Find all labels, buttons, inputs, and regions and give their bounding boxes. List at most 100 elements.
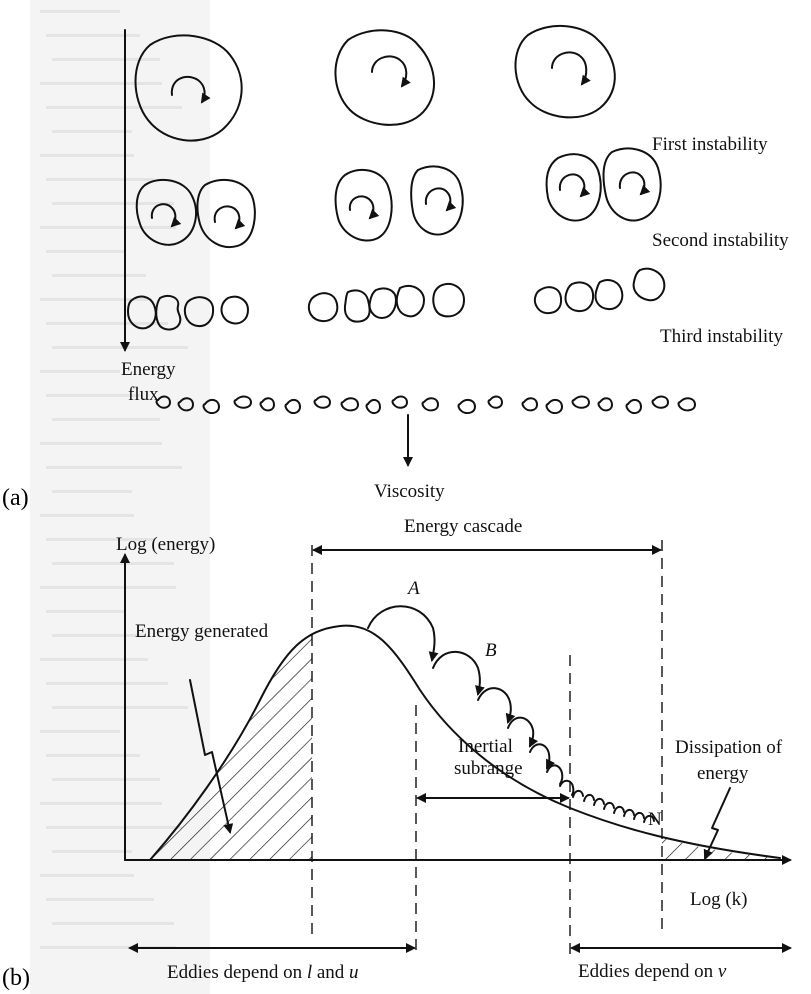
cascade-loop bbox=[559, 779, 575, 796]
rotation-arrow-icon bbox=[558, 173, 591, 198]
scan-streak bbox=[40, 514, 134, 517]
scan-streak bbox=[52, 202, 174, 205]
tiny-eddy bbox=[545, 398, 563, 415]
scan-streak bbox=[52, 634, 146, 637]
viscosity-label: Viscosity bbox=[374, 481, 445, 502]
cascade-loop-a bbox=[367, 605, 439, 662]
scan-streak bbox=[40, 298, 148, 301]
cascade-loop bbox=[613, 805, 625, 814]
energy-cascade-label: Energy cascade bbox=[404, 516, 522, 537]
cascade-loop bbox=[633, 811, 645, 820]
point-b-label: B bbox=[485, 640, 497, 661]
large-eddy bbox=[334, 29, 435, 126]
medium-eddy bbox=[135, 178, 197, 246]
scan-streak bbox=[40, 226, 176, 229]
point-n-label: N bbox=[648, 809, 662, 830]
scan-streak bbox=[46, 610, 126, 613]
scan-streak bbox=[40, 874, 134, 877]
scan-streak bbox=[46, 466, 182, 469]
scan-streak bbox=[52, 490, 132, 493]
dissipation-region bbox=[662, 838, 780, 860]
cascade-loop bbox=[623, 808, 635, 817]
tiny-eddy bbox=[259, 397, 275, 412]
energy-flux-label-line1: Energy bbox=[121, 359, 176, 380]
tiny-eddy bbox=[457, 398, 476, 415]
tiny-eddy bbox=[313, 395, 331, 409]
third-instability-label: Third instability bbox=[660, 326, 783, 347]
small-eddy bbox=[368, 287, 397, 319]
energy-generated-region bbox=[150, 627, 312, 860]
tiny-eddy bbox=[597, 397, 613, 412]
tiny-eddy bbox=[365, 398, 381, 415]
scan-streak bbox=[46, 898, 154, 901]
scan-streak bbox=[46, 754, 140, 757]
tiny-eddy bbox=[202, 398, 220, 415]
cascade-loop bbox=[572, 789, 584, 798]
medium-eddy bbox=[196, 178, 256, 248]
energy-spectrum-curve bbox=[149, 624, 781, 861]
energy-flux-label-line2: flux bbox=[128, 384, 159, 405]
second-instability-label: Second instability bbox=[652, 230, 789, 251]
scan-streak bbox=[46, 106, 182, 109]
first-instability-label: First instability bbox=[652, 134, 768, 155]
y-axis-label: Log (energy) bbox=[116, 534, 215, 555]
large-eddy bbox=[134, 34, 243, 142]
small-eddy bbox=[307, 292, 339, 323]
scan-streak bbox=[40, 730, 120, 733]
cascade-loop bbox=[583, 793, 595, 802]
panel-a-tag: (a) bbox=[2, 485, 29, 511]
medium-eddy bbox=[545, 153, 602, 222]
large-eddy bbox=[514, 24, 616, 119]
tiny-eddy bbox=[571, 395, 590, 409]
cascade-loop bbox=[593, 797, 605, 806]
rotation-arrow-icon bbox=[213, 205, 246, 230]
cascade-loops bbox=[367, 605, 655, 823]
scan-streak bbox=[46, 682, 168, 685]
scan-streak bbox=[46, 34, 140, 37]
scan-streak bbox=[52, 706, 188, 709]
eddies-l-symbol: l bbox=[307, 962, 312, 983]
cascade-loop-b bbox=[432, 650, 485, 696]
small-eddy bbox=[155, 295, 182, 331]
small-eddy bbox=[183, 296, 215, 328]
eddies-l-u-prefix: Eddies depend on bbox=[167, 962, 307, 983]
eddies-and-text: and bbox=[312, 962, 349, 983]
scan-streak bbox=[40, 370, 120, 373]
dissipation-label-line2: energy bbox=[697, 763, 749, 784]
small-eddy bbox=[632, 267, 666, 302]
panel-a: (a) Energy flux First instability bbox=[2, 24, 789, 511]
rotation-arrow-icon bbox=[371, 55, 411, 88]
small-eddy bbox=[220, 295, 249, 325]
rotation-arrow-icon bbox=[618, 171, 651, 196]
scan-streak bbox=[52, 778, 160, 781]
inertial-label-line1: Inertial bbox=[458, 736, 513, 757]
scan-streak bbox=[52, 562, 174, 565]
tiny-eddy bbox=[340, 397, 359, 412]
small-eddy bbox=[395, 284, 425, 318]
dissipation-lightning-arrow bbox=[703, 787, 731, 860]
scan-streak bbox=[52, 922, 174, 925]
energy-generated-label: Energy generated bbox=[135, 621, 269, 642]
scan-streak bbox=[52, 58, 160, 61]
rotation-arrow-icon bbox=[424, 187, 457, 212]
tiny-eddy bbox=[233, 395, 252, 409]
scan-streak bbox=[40, 802, 162, 805]
scan-streak bbox=[46, 178, 154, 181]
cascade-loop bbox=[546, 764, 564, 785]
scan-streak bbox=[40, 442, 162, 445]
eddies-u-symbol: u bbox=[349, 962, 359, 983]
scan-streak bbox=[40, 154, 134, 157]
tiny-eddy bbox=[284, 398, 301, 415]
scan-streak bbox=[46, 394, 140, 397]
tiny-eddy bbox=[177, 397, 194, 412]
cascade-loop bbox=[507, 716, 539, 748]
eddies-nu-prefix: Eddies depend on bbox=[578, 961, 718, 982]
medium-eddy bbox=[410, 165, 464, 236]
small-eddy bbox=[564, 281, 595, 313]
eddies-row-first: First instability bbox=[134, 24, 768, 155]
eddies-l-u-label: Eddies depend on l and u bbox=[167, 962, 359, 983]
rotation-arrow-icon bbox=[551, 51, 591, 86]
scan-streak bbox=[40, 658, 148, 661]
tiny-eddy bbox=[677, 397, 696, 412]
